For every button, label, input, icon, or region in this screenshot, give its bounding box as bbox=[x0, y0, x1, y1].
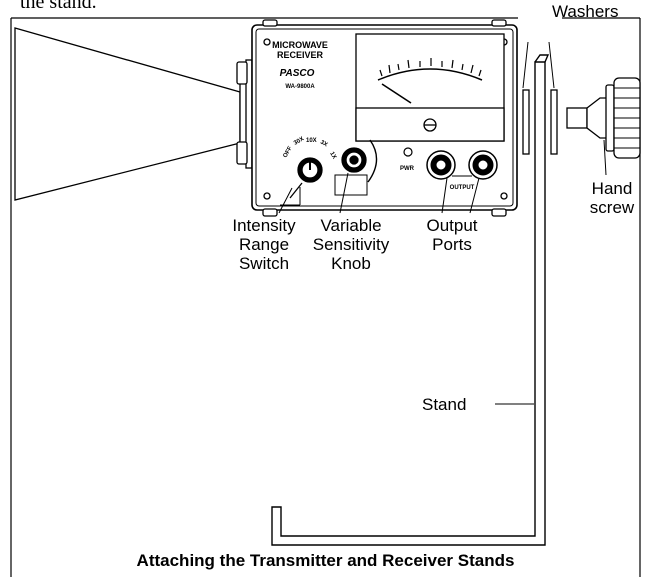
label-stand: Stand bbox=[422, 395, 467, 414]
intensity-range-switch bbox=[280, 157, 323, 206]
analog-meter bbox=[355, 33, 505, 142]
figure-caption: Attaching the Transmitter and Receiver S… bbox=[136, 551, 515, 570]
range-marks: OFF 30X 10X 3X 1X bbox=[283, 136, 338, 160]
label-variable-sensitivity-knob: Variable Sensitivity Knob bbox=[312, 216, 390, 273]
power-led bbox=[403, 147, 413, 157]
label-output-ports: Output Ports bbox=[426, 216, 478, 254]
brand-logo: PASCO bbox=[280, 68, 315, 79]
output-label: OUTPUT bbox=[450, 185, 475, 191]
stand-rod bbox=[271, 54, 550, 546]
sensitivity-knob bbox=[334, 139, 378, 196]
device-title-1: MICROWAVE bbox=[272, 40, 328, 50]
range-mark-1x: 1X bbox=[328, 151, 337, 160]
hand-screw-pointer bbox=[603, 139, 607, 176]
range-mark-off: OFF bbox=[283, 145, 294, 159]
device-title-2: RECEIVER bbox=[277, 50, 324, 60]
washer-pointer-left bbox=[522, 41, 529, 89]
washer-pointer-right bbox=[548, 41, 555, 89]
output-pointer-left bbox=[441, 177, 448, 214]
pwr-label: PWR bbox=[400, 166, 415, 172]
sensitivity-pointer bbox=[339, 172, 349, 214]
label-washers: Washers bbox=[552, 2, 619, 21]
range-mark-30x: 30X bbox=[293, 136, 305, 147]
hand-screw bbox=[566, 77, 641, 159]
washer-left bbox=[522, 89, 530, 155]
washer-right bbox=[550, 89, 558, 155]
intensity-pointer bbox=[278, 187, 293, 214]
horn-antenna bbox=[14, 27, 253, 201]
header-fragment: the stand. bbox=[20, 0, 97, 13]
model-number: WA-9800A bbox=[285, 84, 315, 90]
range-mark-10x: 10X bbox=[306, 138, 317, 144]
range-mark-3x: 3X bbox=[319, 140, 328, 149]
label-hand-screw: Hand screw bbox=[589, 179, 635, 217]
label-intensity-range-switch: Intensity Range Switch bbox=[232, 216, 296, 273]
output-ports bbox=[426, 150, 498, 180]
output-pointer-right bbox=[469, 177, 480, 214]
